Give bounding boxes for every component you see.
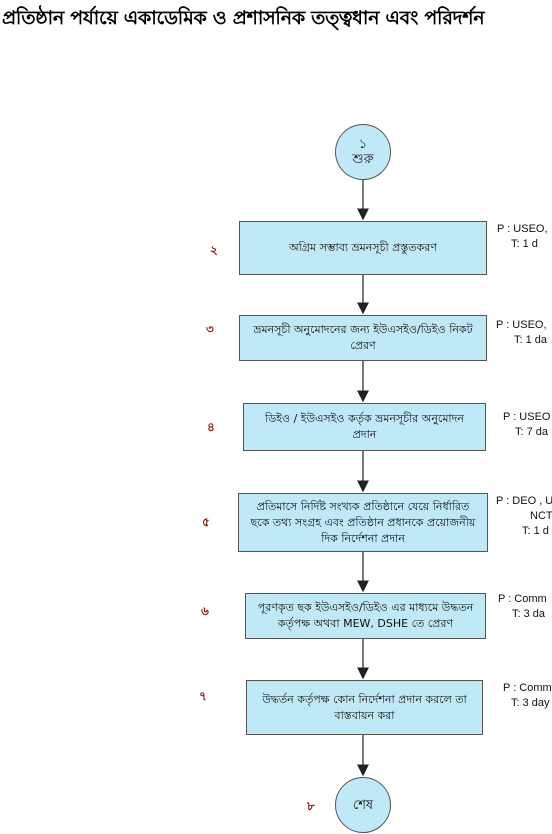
start-label: শুরু	[352, 152, 374, 167]
end-number: ৮	[307, 799, 315, 813]
end-label: শেষ	[352, 797, 374, 813]
start-node: ১ শুরু	[335, 124, 391, 180]
time-label: T: 1 da	[514, 334, 548, 346]
step-annotation: P : USEO T: 7 da	[503, 410, 550, 440]
step-annotation: P : DEO , U NCT T: 1 d	[496, 494, 552, 539]
step-number: ৩	[206, 322, 214, 336]
step-annotation: P : Comm T: 3 day	[503, 681, 552, 711]
step-annotation: P : USEO, T: 1 da	[496, 318, 547, 348]
step-number: ২	[210, 243, 218, 257]
process-box: অগ্রিম সম্ভাব্য ভ্রমনসূচী প্রস্তুতকরণ	[239, 221, 487, 275]
time-label: T: 3 da	[512, 608, 546, 620]
responsible-label-cont: NCT	[530, 510, 552, 522]
start-number: ১	[358, 137, 368, 152]
responsible-label: P : Comm	[503, 682, 552, 694]
responsible-label: P : USEO	[503, 411, 551, 423]
responsible-label: P : USEO,	[497, 223, 548, 235]
step-annotation: P : USEO, T: 1 d	[497, 222, 548, 252]
process-box: পূরণকৃত ছক ইউএসইও/ডিইও এর মাধ্যমে উদ্ধতন…	[245, 593, 486, 639]
process-box: ভ্রমনসূচী অনুমোদনের জন্য ইউএসইও/ডিইও নিক…	[239, 315, 487, 361]
process-box: প্রতিমাসে নির্দিষ্ট সংখ্যক প্রতিষ্ঠানে য…	[238, 493, 488, 552]
process-box: ডিইও / ইউএসইও কর্তৃক ভ্রমনসূচীর অনুমোদন …	[243, 403, 486, 451]
end-node: শেষ	[335, 777, 391, 833]
responsible-label: P : Comm	[498, 593, 547, 605]
step-number: ৫	[202, 515, 210, 529]
step-annotation: P : Comm T: 3 da	[498, 592, 547, 622]
responsible-label: P : DEO , U	[496, 495, 552, 507]
process-box: উদ্ধর্তন কর্তৃপক্ষ কোন নির্দেশনা প্রদান …	[246, 680, 483, 735]
step-number: ৬	[201, 604, 209, 618]
time-label: T: 3 day	[511, 697, 550, 709]
page-title: প্রতিষ্ঠান পর্যায়ে একাডেমিক ও প্রশাসনিক…	[2, 7, 485, 29]
responsible-label: P : USEO,	[496, 319, 547, 331]
time-label: T: 1 d	[522, 525, 549, 537]
time-label: T: 1 d	[511, 238, 538, 250]
step-number: ৭	[199, 689, 207, 703]
time-label: T: 7 da	[515, 426, 549, 438]
step-number: ৪	[207, 420, 215, 434]
